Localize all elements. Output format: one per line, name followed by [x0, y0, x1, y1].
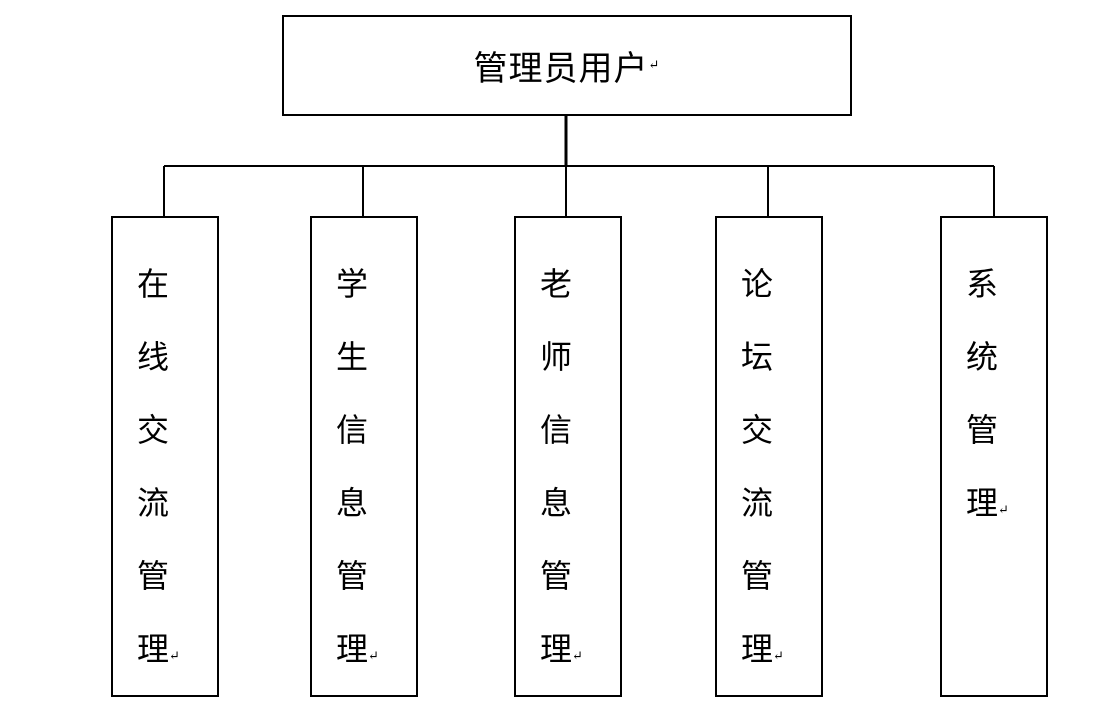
- paragraph-mark-icon: ↵: [368, 649, 379, 664]
- child-node-forum: 论坛交流管理↵: [715, 216, 823, 697]
- root-label: 管理员用户: [473, 49, 649, 89]
- paragraph-mark-icon: ↵: [572, 649, 583, 664]
- paragraph-mark-icon: ↵: [648, 58, 661, 73]
- child-node-system: 系统管理↵: [940, 216, 1048, 697]
- child-label: 学生信息管理: [336, 265, 369, 668]
- paragraph-mark-icon: ↵: [773, 649, 784, 664]
- child-label: 系统管理: [966, 265, 999, 522]
- child-node-student-info: 学生信息管理↵: [310, 216, 418, 697]
- paragraph-mark-icon: ↵: [998, 503, 1009, 518]
- paragraph-mark-icon: ↵: [169, 649, 180, 664]
- child-node-teacher-info: 老师信息管理↵: [514, 216, 622, 697]
- child-label: 在线交流管理: [137, 265, 170, 668]
- root-node: 管理员用户↵: [282, 15, 852, 116]
- child-node-online-communication: 在线交流管理↵: [111, 216, 219, 697]
- child-label: 论坛交流管理: [741, 265, 774, 668]
- child-label: 老师信息管理: [540, 265, 573, 668]
